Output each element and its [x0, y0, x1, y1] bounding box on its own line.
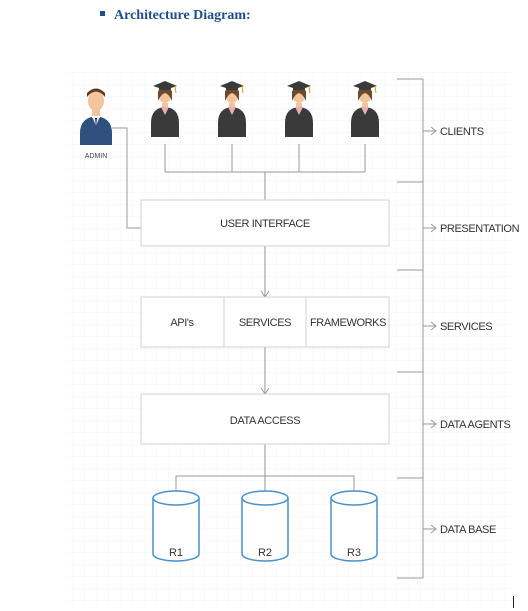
services-label: SERVICES [239, 317, 291, 329]
tier-label-clients: CLIENTS [440, 126, 484, 138]
database-r3-label: R3 [347, 547, 361, 559]
database-r1-label: R1 [169, 547, 183, 559]
tier-label-data-base: DATA BASE [440, 524, 496, 536]
apis-label: API's [170, 317, 194, 329]
frameworks-box [305, 296, 390, 348]
section-heading-text: Architecture Diagram: [114, 8, 251, 23]
apis-box [140, 296, 225, 348]
text-cursor [513, 596, 514, 608]
section-heading: Architecture Diagram: [100, 8, 251, 24]
data-access-label: DATA ACCESS [230, 415, 300, 427]
database-r2-label: R2 [258, 547, 272, 559]
tier-bracket [397, 78, 437, 579]
tier-label-services: SERVICES [440, 321, 492, 333]
services-box [223, 296, 307, 348]
admin-label: ADMIN [85, 153, 108, 160]
tier-label-presentation: PRESENTATION [440, 223, 520, 235]
user-interface-label: USER INTERFACE [220, 218, 310, 230]
tier-label-data-agents: DATA AGENTS [440, 419, 510, 431]
frameworks-label: FRAMEWORKS [310, 317, 386, 329]
data-access-box [140, 393, 390, 445]
services-layer-boxes [140, 296, 390, 348]
bullet-icon [100, 11, 105, 17]
user-interface-box [140, 199, 390, 247]
admin-person-icon [80, 88, 112, 145]
